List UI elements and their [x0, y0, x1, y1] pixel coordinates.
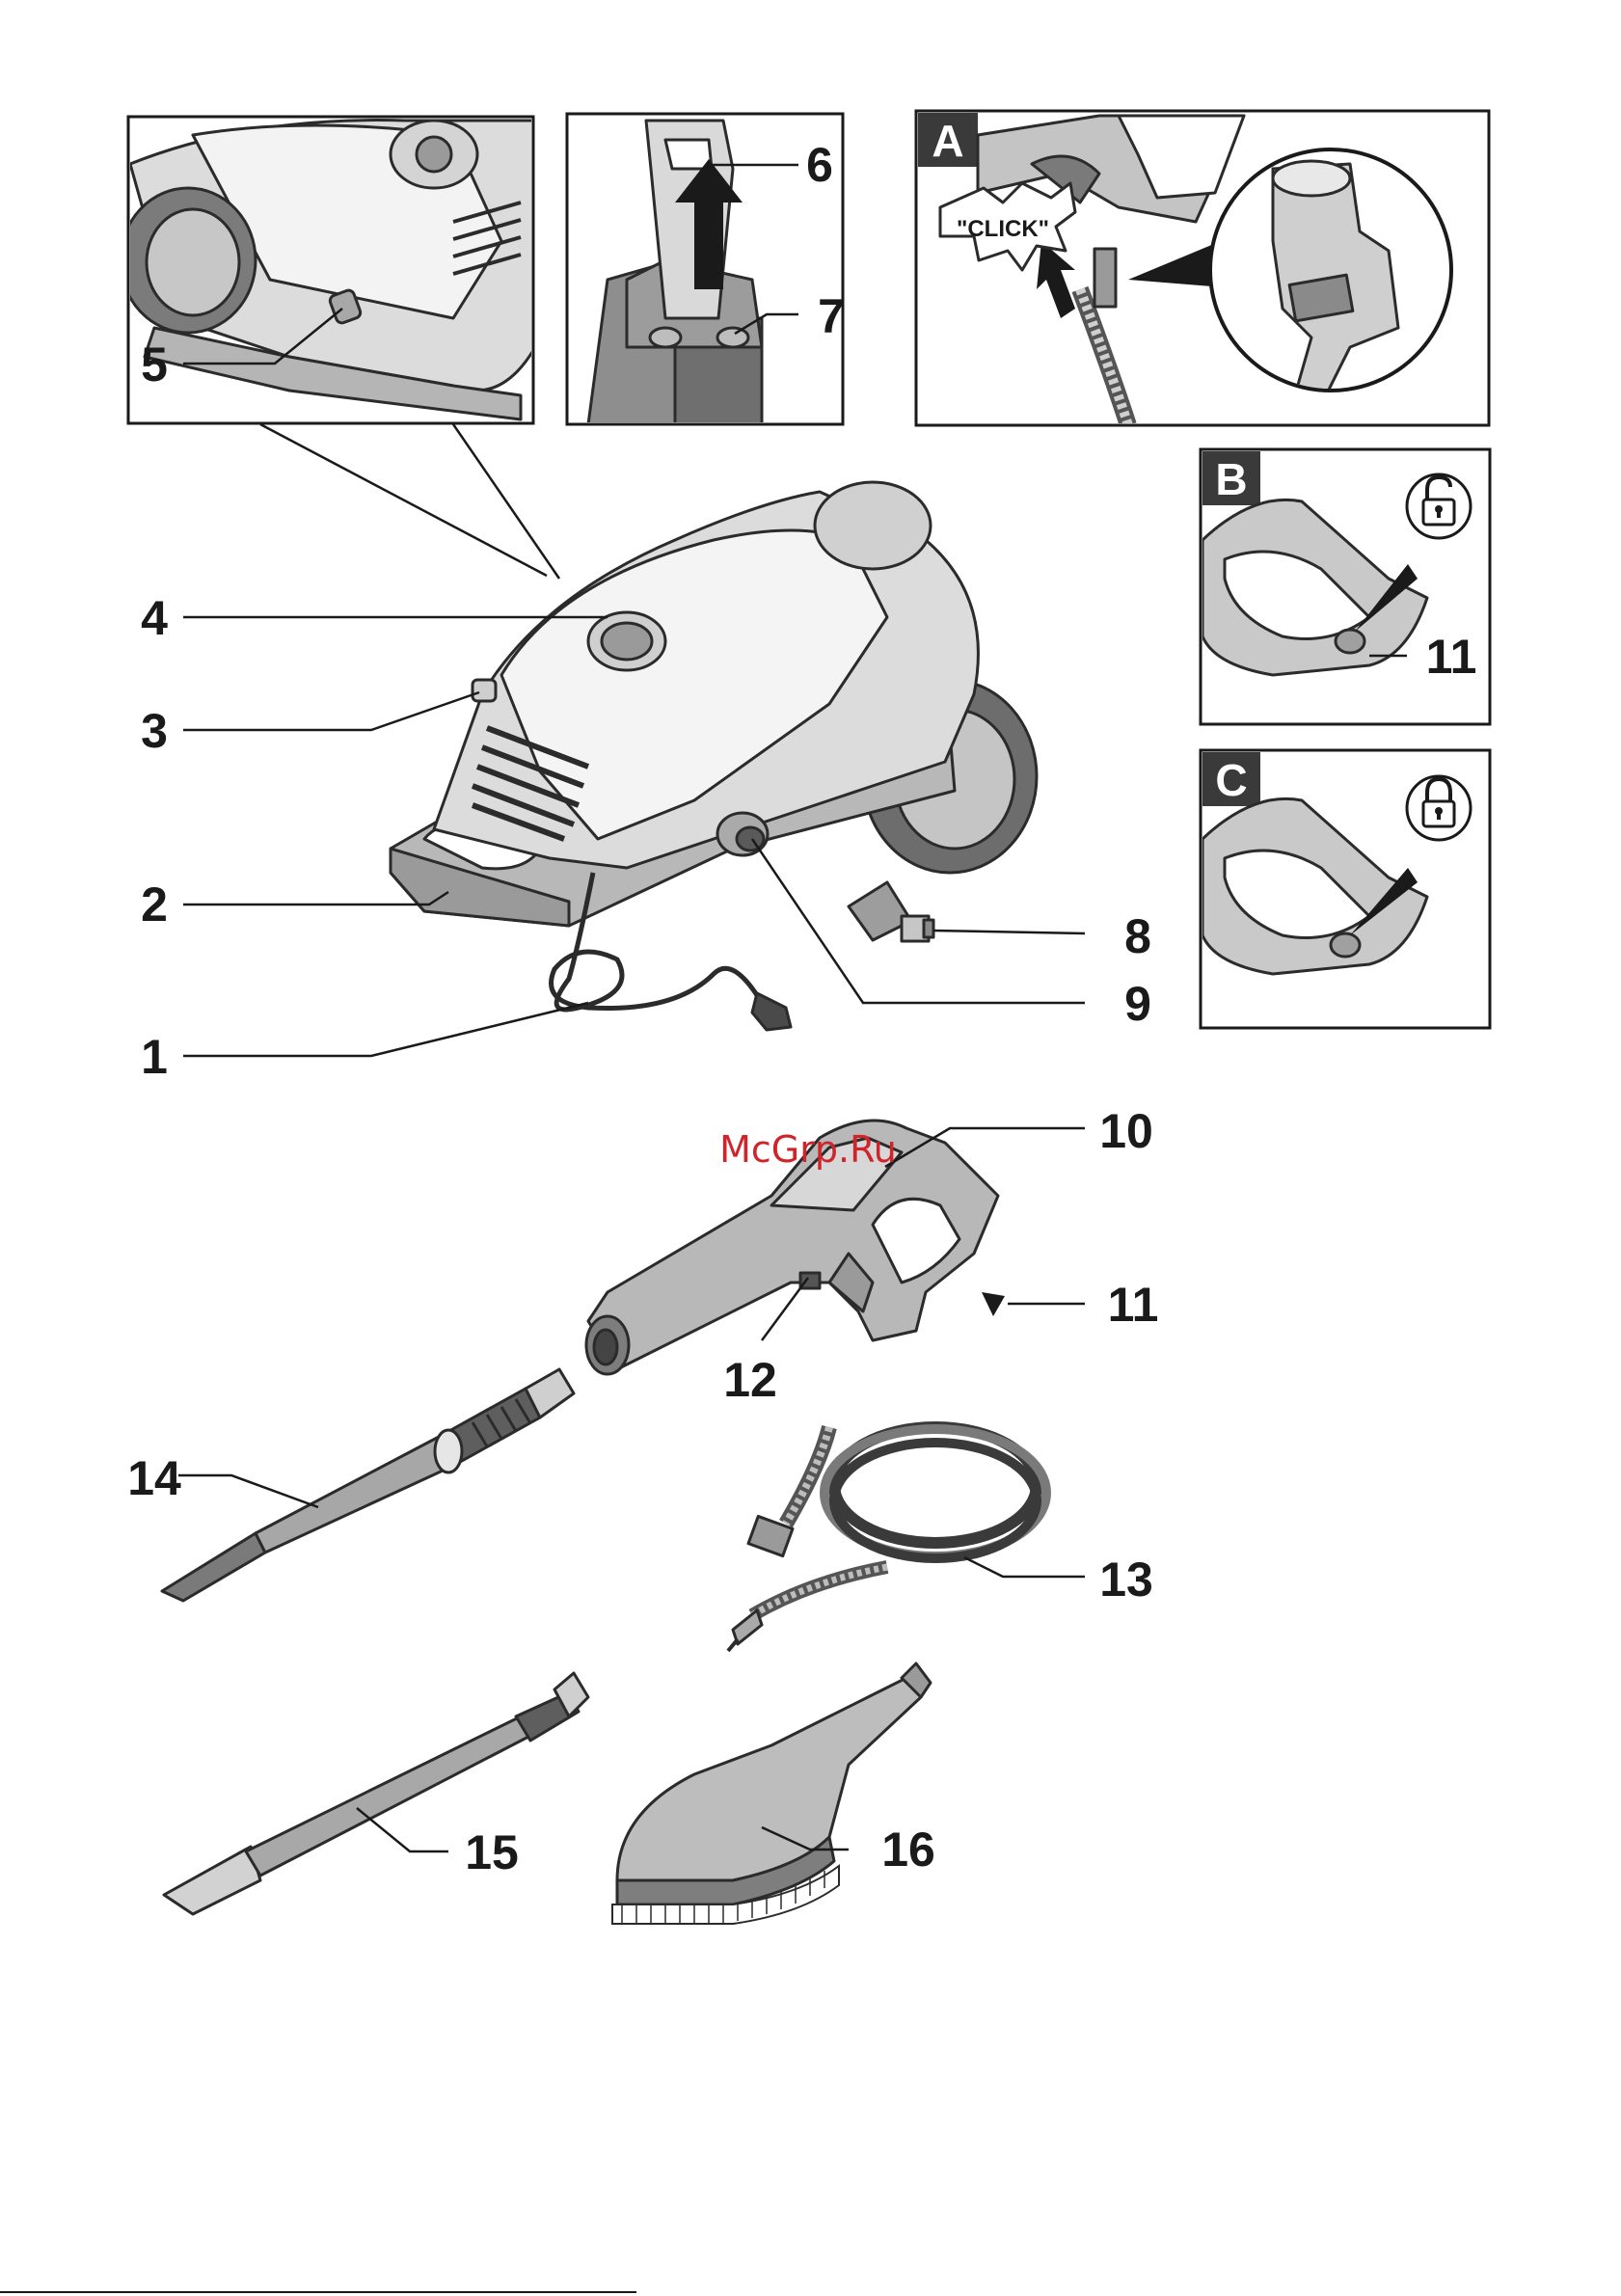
callout-14: 14 — [127, 1451, 181, 1505]
panel-letter-c: C — [1215, 755, 1247, 805]
callout-5: 5 — [141, 338, 168, 392]
detail-panel-c: C — [1201, 750, 1490, 1028]
high-pressure-hose — [728, 1427, 1046, 1651]
callout-16: 16 — [881, 1823, 935, 1877]
callout-9: 9 — [1124, 977, 1151, 1031]
callout-15: 15 — [465, 1825, 519, 1879]
callout-11-panel-b: 11 — [1426, 630, 1477, 684]
callout-10: 10 — [1099, 1104, 1153, 1158]
callout-2: 2 — [141, 878, 168, 932]
callout-4: 4 — [141, 591, 168, 645]
callout-13: 13 — [1099, 1553, 1153, 1607]
detail-panel-outlet — [121, 117, 535, 423]
callout-7: 7 — [818, 289, 845, 343]
panel-letter-a: A — [932, 116, 963, 166]
wash-brush — [612, 1663, 931, 1924]
callout-1: 1 — [141, 1030, 168, 1084]
callout-11: 11 — [1108, 1278, 1159, 1332]
callout-12: 12 — [723, 1353, 777, 1407]
garden-hose-coupling — [849, 882, 933, 941]
rotating-nozzle-lance — [164, 1673, 588, 1914]
click-label: "CLICK" — [957, 216, 1049, 242]
detail-panel-a: A "CLICK" — [916, 111, 1489, 425]
spray-lance — [162, 1369, 574, 1601]
callout-6: 6 — [806, 138, 833, 192]
panel-letter-b: B — [1215, 454, 1247, 504]
detail-panel-handle — [567, 114, 843, 424]
callout-3: 3 — [141, 704, 168, 758]
watermark-text: McGrp.Ru — [719, 1128, 897, 1171]
callout-8: 8 — [1124, 909, 1151, 963]
